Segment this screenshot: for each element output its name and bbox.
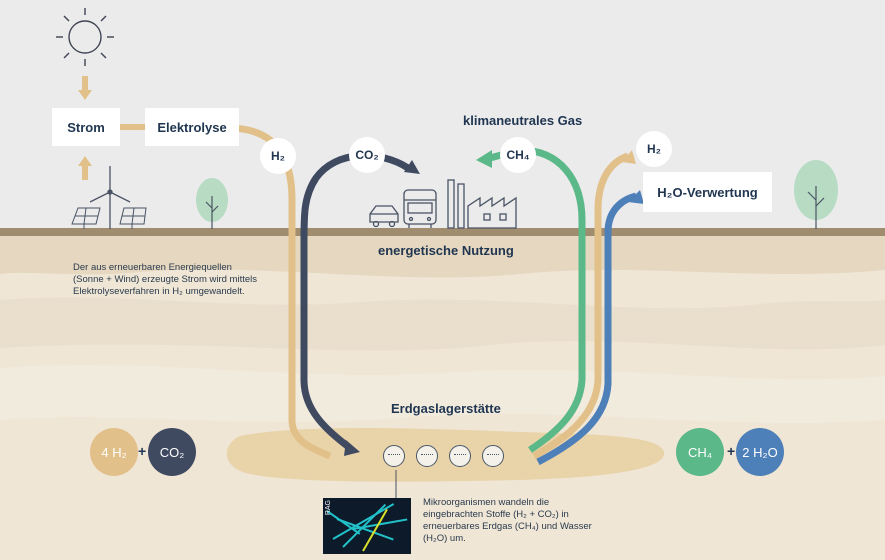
h2-arrowhead-icon — [622, 150, 636, 164]
ch4-arrowhead-icon — [476, 150, 492, 168]
equation-4h2-circle: 4 H₂ — [90, 428, 138, 476]
co2-circle: CO₂ — [349, 137, 385, 173]
solar-panel-icon — [71, 207, 147, 229]
h2o-arrowhead-icon — [628, 190, 644, 204]
energetische-nutzung-label: energetische Nutzung — [378, 243, 514, 258]
elektrolyse-box: Elektrolyse — [145, 108, 239, 146]
h2-return-path — [532, 152, 630, 460]
equation-plus-left: + — [138, 443, 147, 459]
klimaneutrales-gas-label: klimaneutrales Gas — [463, 113, 583, 128]
microbe-icon — [383, 445, 405, 467]
microbe-icon — [416, 445, 438, 467]
h2-circle-left: H₂ — [260, 138, 296, 174]
co2-arrowhead-icon — [404, 160, 420, 174]
sun-icon — [56, 8, 114, 66]
sun-arrow-icon — [78, 76, 92, 100]
equation-ch4-circle: CH₄ — [676, 428, 724, 476]
co2-arrowhead-icon — [344, 440, 360, 456]
ch4-flow-path — [489, 146, 586, 453]
tree-icon — [794, 160, 838, 229]
strom-box: Strom — [52, 108, 120, 146]
photo-caption: RAG — [325, 500, 332, 516]
description-bottom: Mikroorganismen wandeln die eingebrachte… — [423, 497, 592, 544]
ch4-circle: CH₄ — [500, 137, 536, 173]
h2o-verwertung-box: H₂O-Verwertung — [643, 172, 772, 212]
microbe-icon — [449, 445, 471, 467]
equation-plus-right: + — [727, 443, 736, 459]
bus-icon — [403, 189, 437, 228]
erdgaslagerstaette-label: Erdgaslagerstätte — [391, 401, 501, 416]
strom-connector — [119, 124, 145, 130]
car-icon — [369, 205, 399, 228]
wind-turbine-icon — [89, 166, 131, 229]
equation-2h2o-circle: 2 H₂O — [736, 428, 784, 476]
equation-co2-circle: CO₂ — [148, 428, 196, 476]
factory-icon — [447, 179, 517, 229]
h2-circle-right: H₂ — [636, 131, 672, 167]
h2-flow-path — [227, 124, 332, 460]
microscope-photo: RAG — [323, 498, 411, 554]
microbe-icon — [482, 445, 504, 467]
h2o-flow-path — [536, 192, 638, 466]
description-left: Der aus erneuerbaren Energiequellen (Son… — [73, 262, 257, 297]
tree-icon — [196, 178, 228, 229]
wind-arrow-icon — [78, 156, 92, 180]
